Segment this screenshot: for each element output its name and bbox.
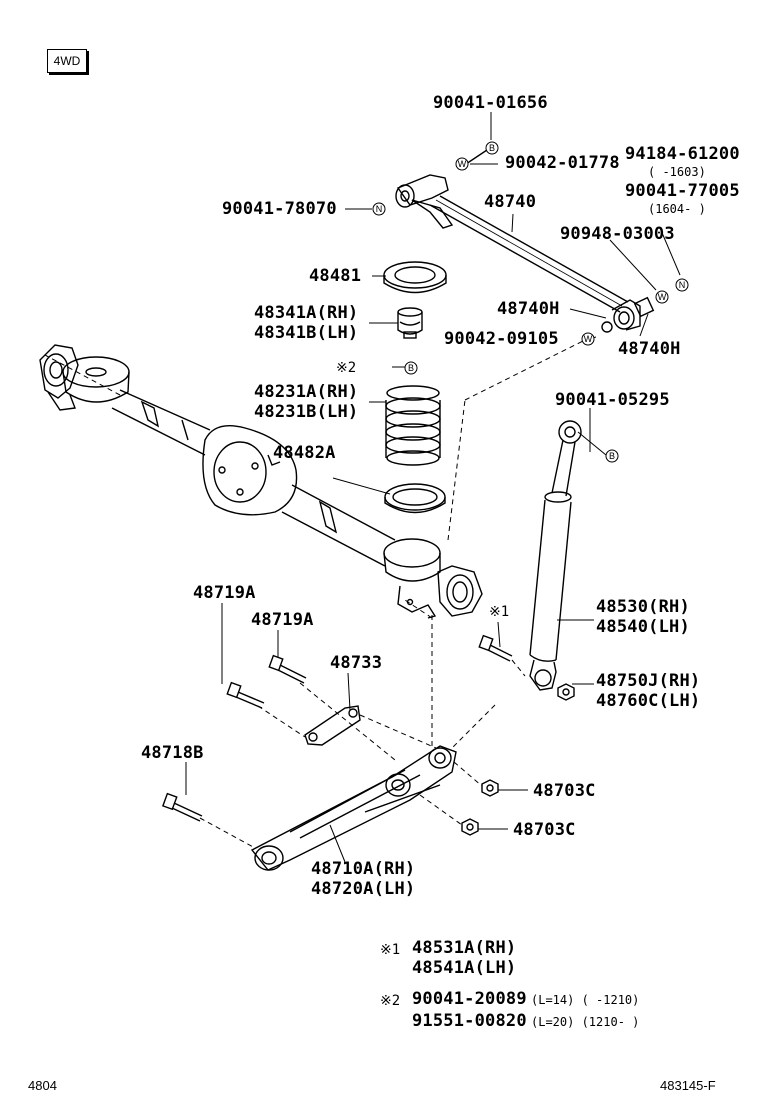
rear-axle-housing-drawing — [39, 344, 483, 619]
part-label-48530-rh[interactable]: 48530(RH) — [596, 597, 690, 617]
part-label-90041-05295[interactable]: 90041-05295 — [555, 390, 670, 410]
note-2-part-2[interactable]: 91551-00820 — [412, 1011, 527, 1031]
marker-b-stopper: B — [404, 361, 418, 375]
part-label-48482a[interactable]: 48482A — [273, 443, 336, 463]
part-range-94184-61200: ( -1603) — [648, 165, 706, 179]
marker-w-upper-arm: W — [455, 157, 469, 171]
part-label-48710a-rh[interactable]: 48710A(RH) — [311, 859, 416, 879]
part-label-90042-01778[interactable]: 90042-01778 — [505, 153, 620, 173]
svg-text:B: B — [609, 451, 615, 461]
note-1-marker: ※1 — [489, 604, 510, 620]
part-label-90948-03003[interactable]: 90948-03003 — [560, 224, 675, 244]
svg-text:W: W — [458, 159, 467, 169]
note-2-footnote-marker: ※2 — [380, 993, 401, 1009]
svg-text:B: B — [408, 363, 414, 373]
marker-b-upper-arm: B — [485, 141, 499, 155]
part-label-48719a-lower[interactable]: 48719A — [193, 583, 256, 603]
svg-text:W: W — [584, 334, 593, 344]
shock-absorber-drawing — [529, 420, 582, 691]
part-label-48740h-right[interactable]: 48740H — [618, 339, 681, 359]
svg-text:N: N — [376, 204, 383, 214]
part-label-48481[interactable]: 48481 — [309, 266, 362, 286]
part-label-48750j-rh[interactable]: 48750J(RH) — [596, 671, 701, 691]
upper-spring-seat-drawing — [383, 261, 447, 294]
note-1-part-rh[interactable]: 48531A(RH) — [412, 938, 517, 958]
part-label-48760c-lh[interactable]: 48760C(LH) — [596, 691, 701, 711]
part-label-90042-09105[interactable]: 90042-09105 — [444, 329, 559, 349]
lower-spring-insulator-drawing — [384, 483, 446, 514]
marker-w-lower: W — [581, 332, 595, 346]
part-label-48540-lh[interactable]: 48540(LH) — [596, 617, 690, 637]
part-label-94184-61200[interactable]: 94184-61200 — [625, 144, 740, 164]
upper-control-arm-drawing — [395, 174, 655, 333]
svg-text:B: B — [489, 143, 495, 153]
part-label-90041-77005[interactable]: 90041-77005 — [625, 181, 740, 201]
part-label-48719a-upper[interactable]: 48719A — [251, 610, 314, 630]
part-label-48718b[interactable]: 48718B — [141, 743, 204, 763]
note-2-marker: ※2 — [336, 360, 357, 376]
note-1-footnote-marker: ※1 — [380, 942, 401, 958]
part-label-90041-01656[interactable]: 90041-01656 — [433, 93, 548, 113]
marker-b-shock: B — [605, 449, 619, 463]
coil-spring-drawing — [385, 385, 441, 466]
part-label-48703c-upper[interactable]: 48703C — [533, 781, 596, 801]
part-label-48703c-lower[interactable]: 48703C — [513, 820, 576, 840]
bump-stopper-drawing — [397, 307, 423, 339]
part-label-48720a-lh[interactable]: 48720A(LH) — [311, 879, 416, 899]
marker-w-right: W — [655, 290, 669, 304]
part-label-48231b-lh[interactable]: 48231B(LH) — [254, 402, 359, 422]
part-label-48740[interactable]: 48740 — [484, 192, 537, 212]
part-label-48740h-left[interactable]: 48740H — [497, 299, 560, 319]
note-2-part-1[interactable]: 90041-20089 — [412, 989, 527, 1009]
lateral-link-drawing — [304, 705, 361, 746]
note-2-part-2-spec: (L=20) (1210- ) — [531, 1015, 640, 1029]
part-label-48231a-rh[interactable]: 48231A(RH) — [254, 382, 359, 402]
note-1-part-lh[interactable]: 48541A(LH) — [412, 958, 517, 978]
footer-section-code: 4804 — [28, 1078, 57, 1093]
part-label-48341b-lh[interactable]: 48341B(LH) — [254, 323, 359, 343]
note-2-part-1-spec: (L=14) ( -1210) — [531, 993, 640, 1007]
part-range-90041-77005: (1604- ) — [648, 202, 706, 216]
svg-text:N: N — [679, 280, 686, 290]
part-label-48341a-rh[interactable]: 48341A(RH) — [254, 303, 359, 323]
part-label-48733[interactable]: 48733 — [330, 653, 383, 673]
drive-type-badge: 4WD — [47, 49, 87, 73]
marker-n-right: N — [675, 278, 689, 292]
footer-illustration-code: 483145-F — [660, 1078, 716, 1093]
lower-control-arm-drawing — [250, 745, 457, 871]
marker-n-left: N — [372, 202, 386, 216]
svg-text:W: W — [658, 292, 667, 302]
part-label-90041-78070[interactable]: 90041-78070 — [222, 199, 337, 219]
